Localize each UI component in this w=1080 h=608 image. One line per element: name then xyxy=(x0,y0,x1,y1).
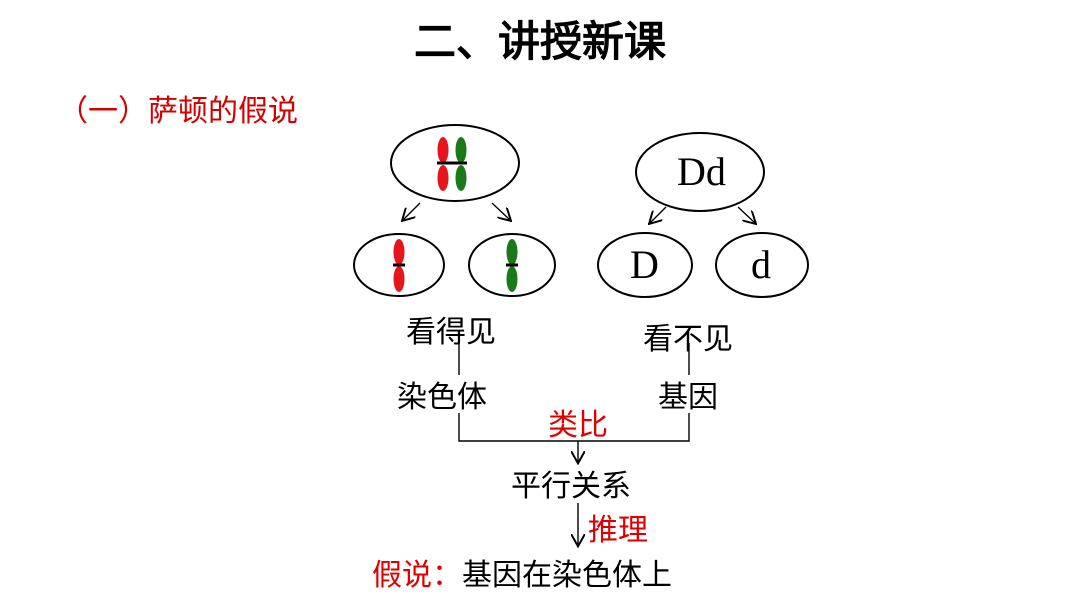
daughter-cell-d xyxy=(715,232,809,298)
gene-label-Dd: Dd xyxy=(677,149,726,194)
arrow-to-D-cell xyxy=(650,206,667,223)
label-gene: 基因 xyxy=(658,380,718,415)
label-analogy: 类比 xyxy=(548,408,608,443)
page-title: 二、讲授新课 xyxy=(413,17,666,66)
parent-cell-genes xyxy=(635,132,765,212)
arrow-to-left-red-cell xyxy=(403,202,421,220)
gene-label-d: d xyxy=(751,242,771,287)
gene-label-D: D xyxy=(630,242,659,287)
analogy-bracket xyxy=(458,413,690,442)
green-chromosome xyxy=(506,239,518,292)
hypothesis-label: 假说： xyxy=(372,558,462,593)
arrow-to-d-cell xyxy=(737,206,755,223)
label-inference: 推理 xyxy=(588,513,648,548)
label-parallel-relationship: 平行关系 xyxy=(511,469,631,504)
paired-chromosomes xyxy=(437,137,467,191)
label-invisible: 看不见 xyxy=(643,322,733,357)
daughter-cell-D xyxy=(597,232,693,298)
label-chromosome: 染色体 xyxy=(397,380,487,415)
section-subtitle: （一）萨顿的假说 xyxy=(58,94,298,129)
label-visible: 看得见 xyxy=(406,315,496,350)
hypothesis-text: 基因在染色体上 xyxy=(462,558,672,593)
arrow-to-left-green-cell xyxy=(491,202,510,220)
red-chromosome xyxy=(393,239,405,292)
hypothesis-statement: 假说：基因在染色体上 xyxy=(372,550,672,594)
